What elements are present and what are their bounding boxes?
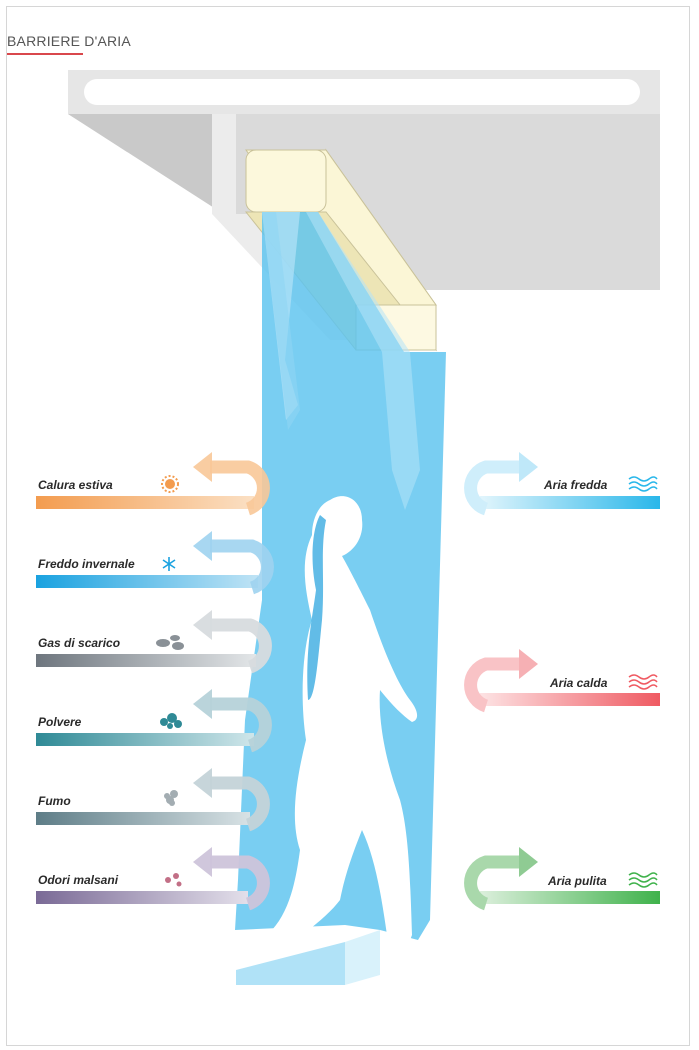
clean-waves-icon [628,872,658,888]
cool-waves-icon [628,476,658,492]
smoke-icon [164,790,178,806]
inside-arrows [464,452,660,911]
warm-waves-icon [628,674,658,690]
arrow-aria-fredda [464,452,660,516]
arrow-freddo-invernale [36,531,274,595]
arrow-aria-pulita [464,847,660,911]
exhaust-cloud-icon [156,635,184,650]
page-title: BARRIERE D'ARIA [7,33,131,49]
arrow-aria-calda [464,649,660,713]
page-frame [6,6,690,1046]
arrow-calura-estiva [36,452,270,516]
label-odori-malsani: Odori malsani [38,873,119,887]
odor-icon [165,873,182,887]
label-fumo: Fumo [38,794,71,808]
dust-icon [160,713,182,729]
person-silhouette [262,496,418,955]
arrow-fumo [36,768,270,832]
arrow-polvere [36,689,272,753]
label-calura-estiva: Calura estiva [38,478,113,492]
arrow-odori-malsani [36,847,270,911]
label-aria-pulita: Aria pulita [548,874,607,888]
label-gas-di-scarico: Gas di scarico [38,636,121,650]
snowflake-icon [162,557,176,571]
label-aria-calda: Aria calda [550,676,608,690]
label-polvere: Polvere [38,715,82,729]
label-freddo-invernale: Freddo invernale [38,557,135,571]
label-aria-fredda: Aria fredda [544,478,608,492]
arrow-gas-di-scarico [36,610,272,674]
sun-icon [161,475,179,493]
outside-arrows [36,452,274,911]
title-underline [7,53,83,55]
